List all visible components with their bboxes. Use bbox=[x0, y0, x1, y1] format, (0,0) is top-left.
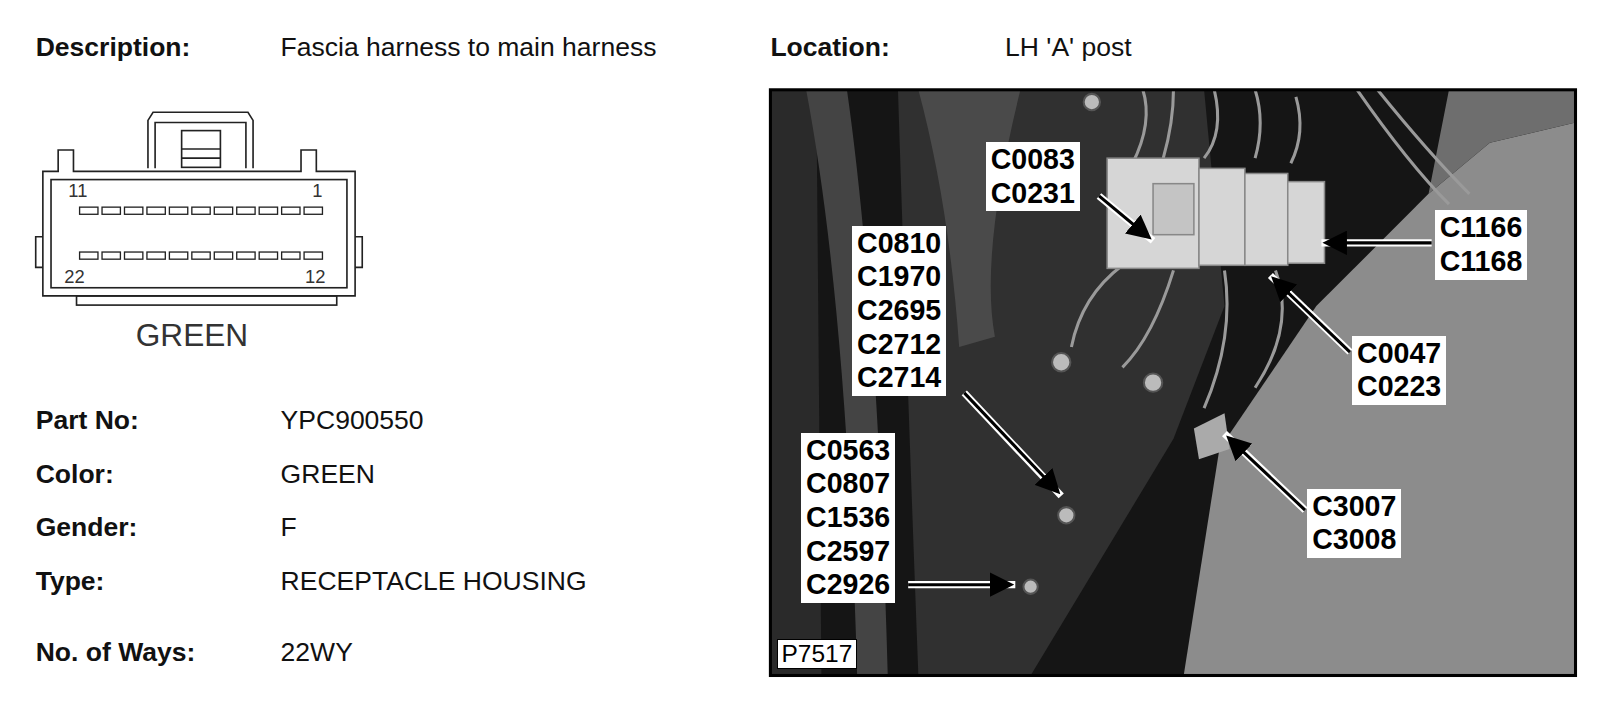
field-value: LH 'A' post bbox=[1005, 32, 1132, 63]
connector-code: C1536 bbox=[806, 501, 890, 535]
field-name: Gender: bbox=[36, 512, 138, 543]
connector-code: C3008 bbox=[1312, 523, 1396, 557]
field-name: Description: bbox=[36, 32, 191, 63]
connector-code: C0083 bbox=[991, 143, 1075, 177]
field-value: Fascia harness to main harness bbox=[281, 32, 657, 63]
callout-box: C0810C1970C2695C2712C2714 bbox=[852, 226, 946, 396]
field-name: Part No: bbox=[36, 405, 139, 436]
field-value: RECEPTACLE HOUSING bbox=[281, 566, 587, 597]
connector-code: C1168 bbox=[1440, 245, 1523, 279]
location-photo bbox=[770, 90, 1575, 676]
callout-box: C0083C0231 bbox=[986, 142, 1080, 211]
connector-code: C2597 bbox=[806, 535, 890, 569]
connector-code: C0563 bbox=[806, 434, 890, 468]
connector-code: C2695 bbox=[857, 294, 941, 328]
callout-box: C3007C3008 bbox=[1307, 489, 1401, 558]
pin-number: 1 bbox=[312, 180, 322, 201]
connector-code: C0810 bbox=[857, 227, 941, 261]
callout-box: C0047C0223 bbox=[1352, 336, 1446, 405]
callout-box: C1166C1168 bbox=[1435, 210, 1528, 279]
field-value: 22WY bbox=[281, 637, 353, 668]
connector-code: C0231 bbox=[991, 177, 1075, 211]
picture-number: P7517 bbox=[782, 640, 853, 669]
connector-drawing bbox=[36, 112, 363, 305]
field-name: Color: bbox=[36, 459, 114, 490]
connector-code: C3007 bbox=[1312, 490, 1396, 524]
connector-code: C1166 bbox=[1440, 211, 1523, 245]
field-name: No. of Ways: bbox=[36, 637, 196, 668]
field-value: YPC900550 bbox=[281, 405, 424, 436]
connector-code: C0047 bbox=[1357, 337, 1441, 371]
connector-code: C2712 bbox=[857, 328, 941, 362]
connector-code: C2926 bbox=[806, 568, 890, 602]
connector-code: C1970 bbox=[857, 260, 941, 294]
connector-code: C2714 bbox=[857, 361, 941, 395]
callout-box: C0563C0807C1536C2597C2926 bbox=[801, 433, 895, 603]
connector-code: C0223 bbox=[1357, 370, 1441, 404]
pin-number: 12 bbox=[305, 266, 325, 287]
picture-number-box: P7517 bbox=[777, 639, 858, 670]
pin-number: 11 bbox=[68, 180, 87, 201]
connector-code: C0807 bbox=[806, 467, 890, 501]
field-value: GREEN bbox=[281, 459, 375, 490]
field-name: Location: bbox=[770, 32, 889, 63]
field-value: GREEN bbox=[136, 317, 248, 353]
pin-number: 22 bbox=[64, 266, 84, 287]
field-value: F bbox=[281, 512, 297, 543]
field-name: Type: bbox=[36, 566, 105, 597]
